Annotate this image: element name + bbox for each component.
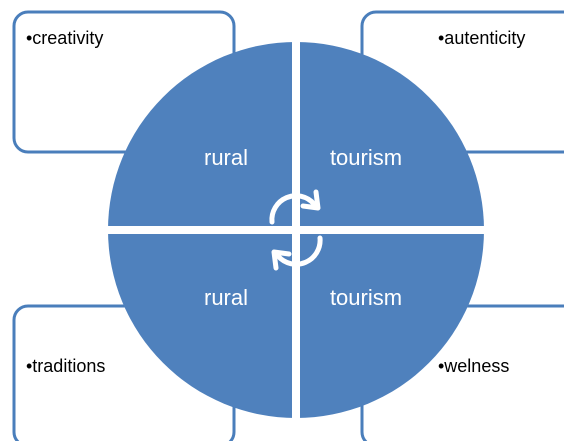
quadrant-label-bottom-left: rural — [203, 285, 249, 310]
corner-text-creativity: •creativity — [26, 28, 104, 48]
corner-text-traditions: •traditions — [26, 356, 106, 376]
quadrant-bottom-left — [108, 230, 296, 418]
corner-text-autenticity: •autenticity — [438, 28, 526, 48]
cycle-arrows-icon — [269, 189, 323, 271]
quadrant-bottom-right — [296, 230, 484, 418]
quadrant-top-right — [296, 42, 484, 230]
quadrant-top-left — [108, 42, 296, 230]
quadrant-label-bottom-right: tourism — [329, 285, 403, 310]
quadrant-label-top-right: tourism — [329, 145, 403, 170]
corner-text-welness: •welness — [438, 356, 510, 376]
quadrant-label-top-left: rural — [203, 145, 249, 170]
